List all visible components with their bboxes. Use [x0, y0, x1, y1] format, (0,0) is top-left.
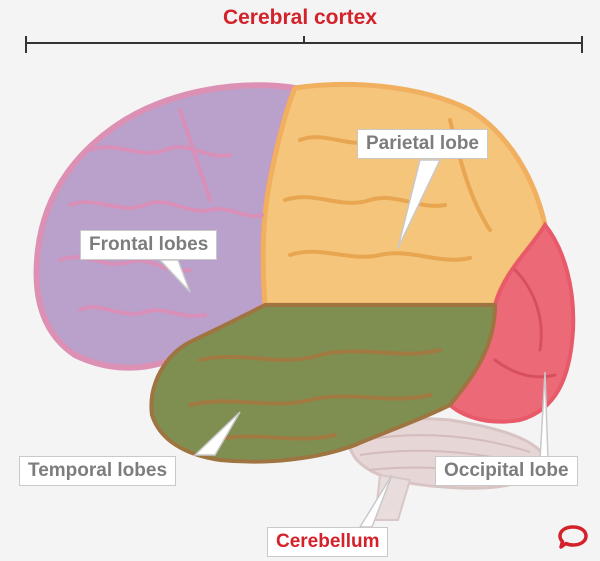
parietal-lobe-region — [260, 81, 548, 308]
cerebellum-label: Cerebellum — [267, 527, 389, 557]
temporal-lobe-region — [149, 303, 498, 464]
occipital-lobe-label: Occipital lobe — [435, 456, 578, 486]
speech-bubble-logo-icon — [558, 525, 588, 549]
temporal-sulci — [188, 348, 442, 442]
frontal-lobes-label: Frontal lobes — [80, 230, 218, 260]
occipital-sulci — [493, 268, 557, 379]
temporal-lobes-label: Temporal lobes — [19, 456, 177, 486]
occipital-lobe-region — [447, 221, 576, 424]
cortex-bracket — [25, 36, 583, 53]
parietal-lobe-label: Parietal lobe — [357, 129, 488, 159]
diagram-title: Cerebral cortex — [222, 6, 378, 29]
label-pointers — [158, 159, 549, 528]
